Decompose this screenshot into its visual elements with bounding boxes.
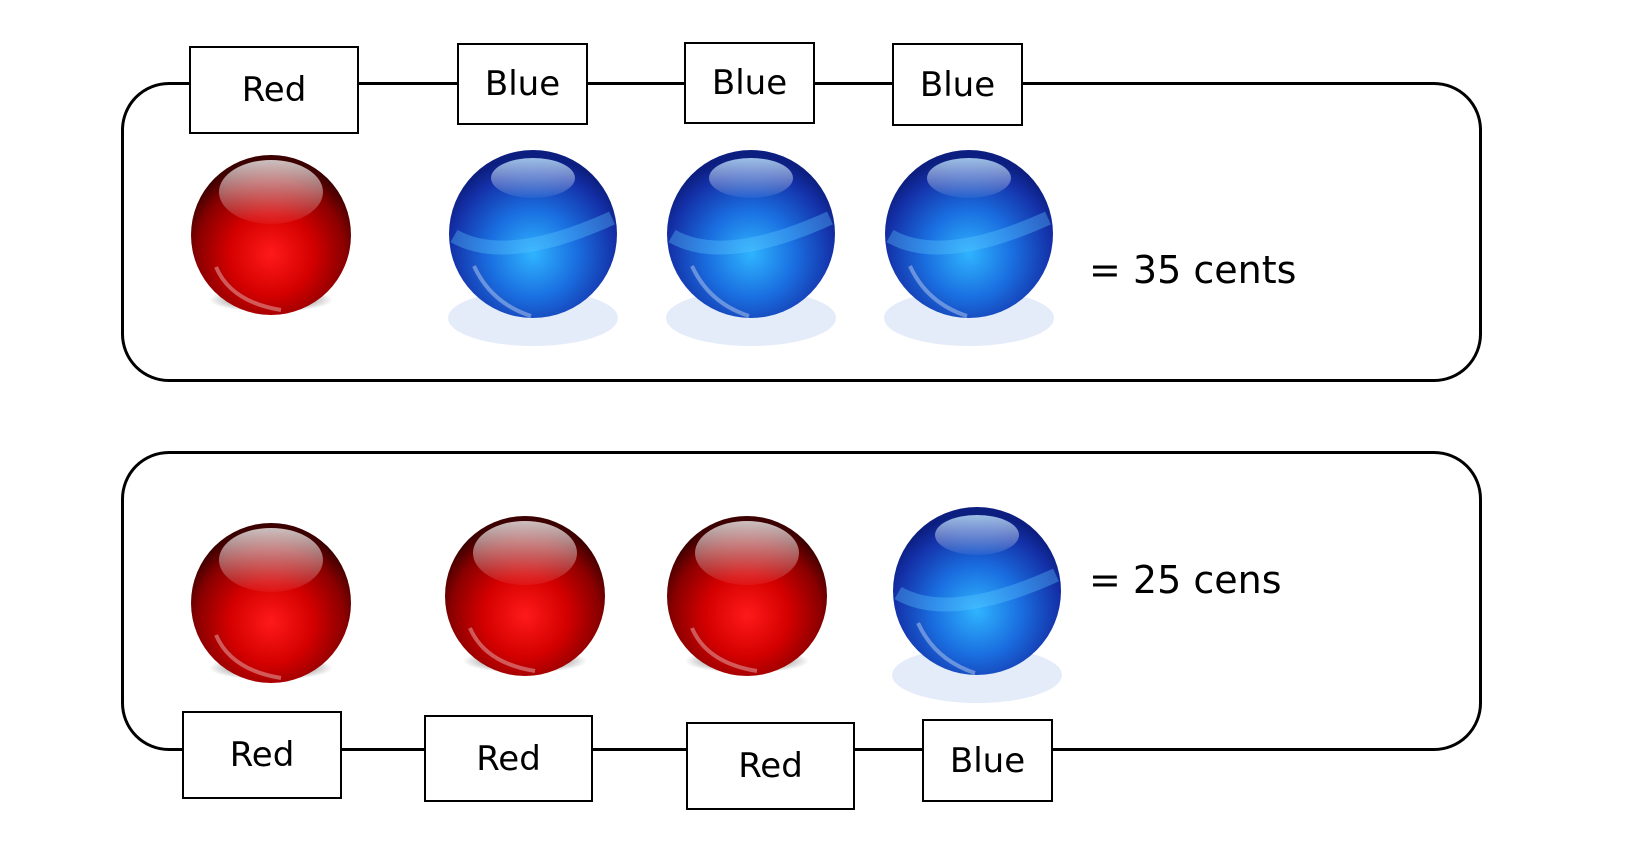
blue-marble <box>666 150 836 346</box>
label-text: Blue <box>484 64 561 104</box>
row1-label-3: Blue <box>684 42 815 124</box>
label-text: Red <box>229 735 295 775</box>
label-text: Blue <box>919 64 996 105</box>
red-marble <box>667 516 827 676</box>
row2-equation: = 25 cens <box>1089 558 1282 602</box>
red-marble <box>191 523 351 683</box>
row2-label-1: Red <box>182 711 342 799</box>
row1-equation: = 35 cents <box>1089 248 1297 292</box>
red-marble <box>445 516 605 676</box>
label-text: Blue <box>711 63 788 103</box>
label-text: Red <box>476 738 541 779</box>
blue-marble <box>892 507 1062 703</box>
label-text: Red <box>738 746 803 786</box>
blue-marble <box>884 150 1054 346</box>
row2-label-3: Red <box>686 722 855 810</box>
row1-label-4: Blue <box>892 43 1023 126</box>
row2-label-4: Blue <box>922 719 1053 802</box>
row1-label-2: Blue <box>457 43 588 125</box>
red-marble <box>191 155 351 315</box>
row1-label-1: Red <box>189 46 359 134</box>
row2-label-2: Red <box>424 715 593 802</box>
label-text: Red <box>241 70 307 110</box>
blue-marble <box>448 150 618 346</box>
label-text: Blue <box>949 740 1026 781</box>
